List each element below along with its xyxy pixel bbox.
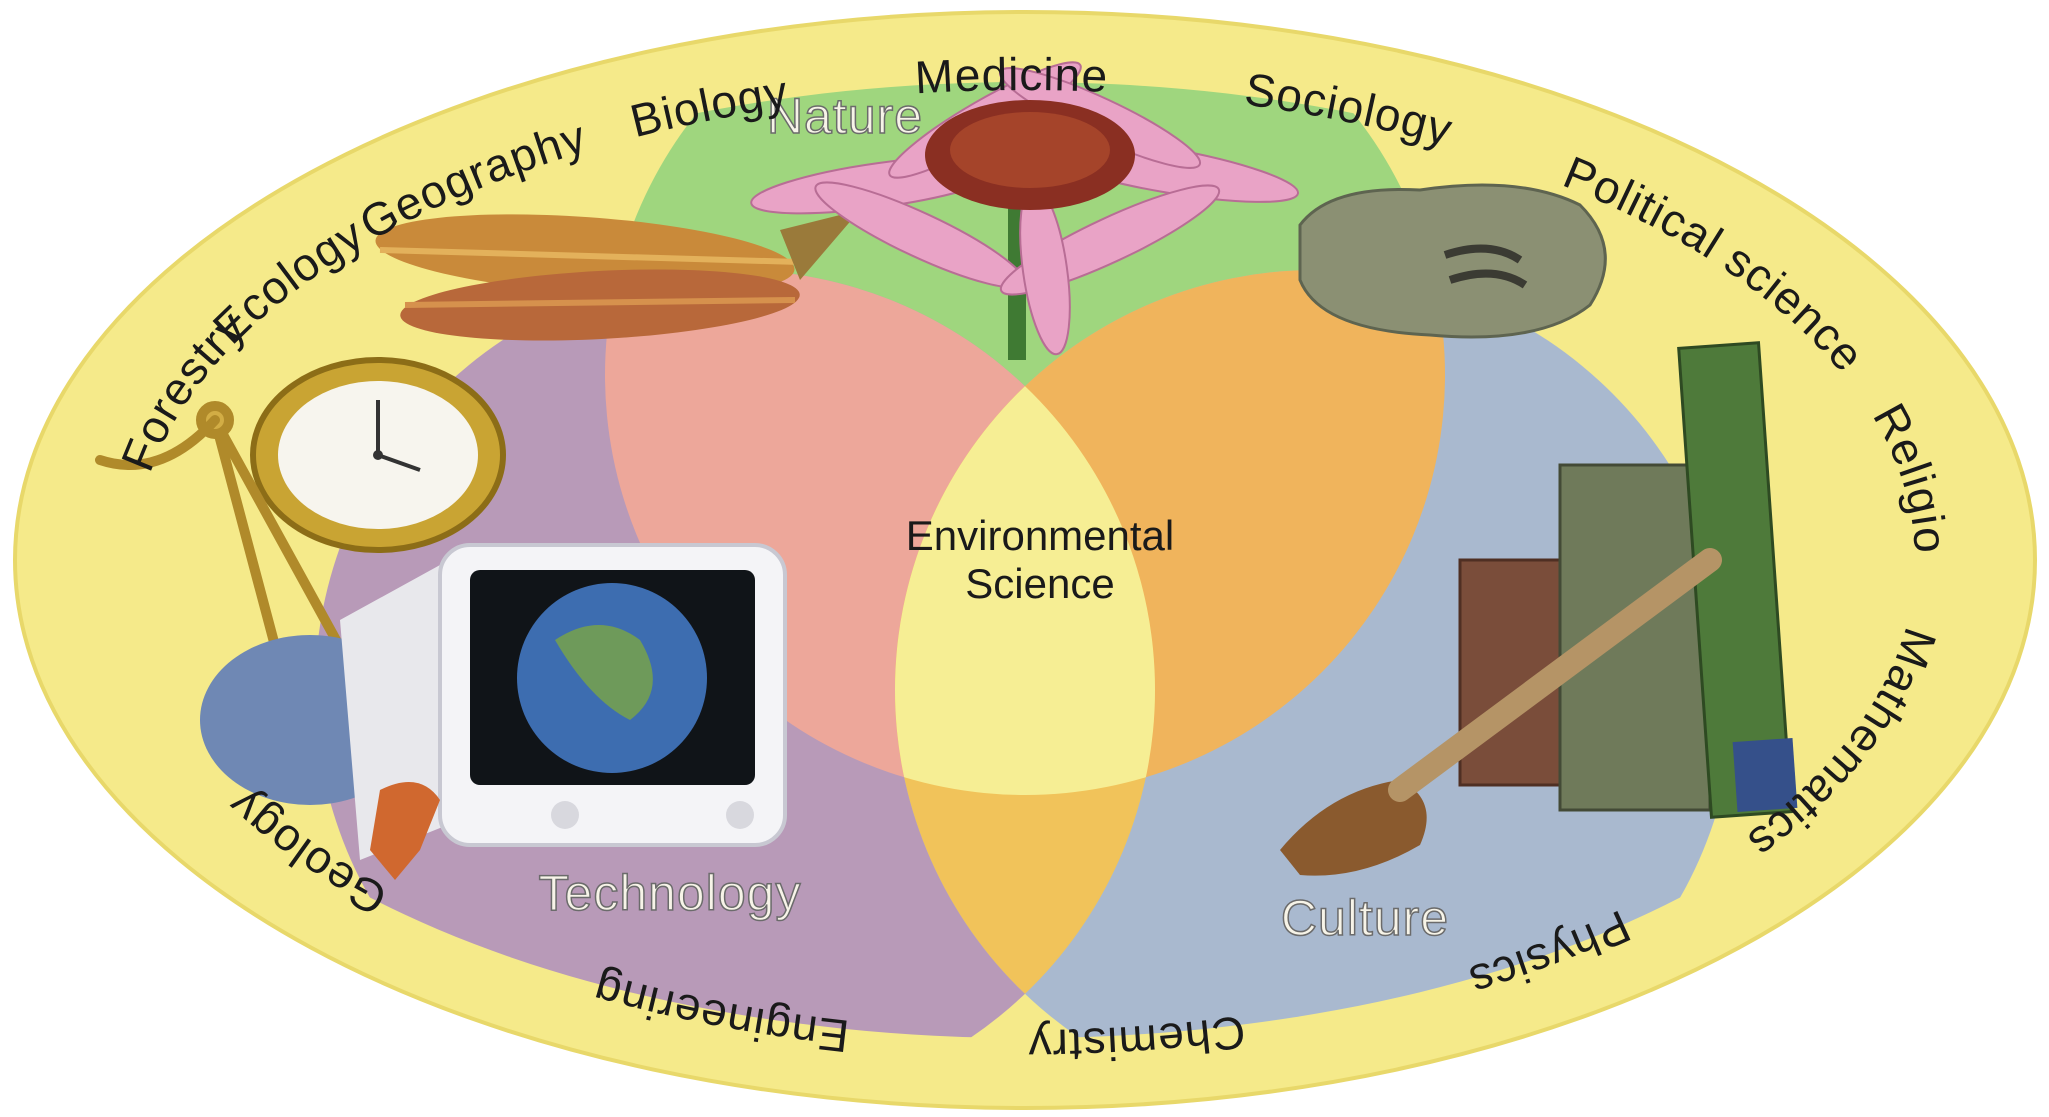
stone-tool-icon [1300,185,1605,337]
region-label-technology: Technology [539,865,802,921]
discipline-medicine: Medicine [914,48,1110,103]
center-title-line2: Science [965,560,1114,607]
region-label-culture: Culture [1281,890,1449,946]
pocket-watch-icon [253,360,503,550]
center-title-line1: Environmental [906,512,1174,559]
